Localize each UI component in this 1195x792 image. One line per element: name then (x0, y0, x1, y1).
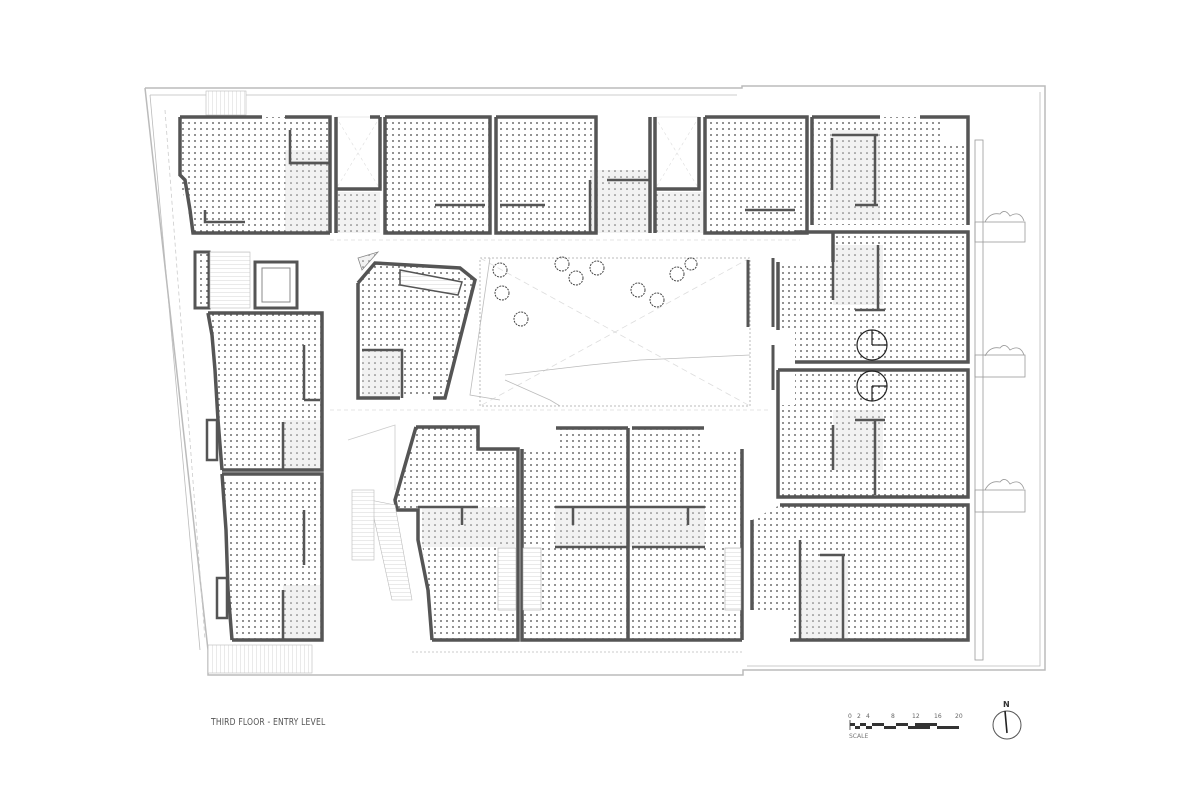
units-right-column (750, 115, 1026, 661)
units-bottom-row (393, 425, 744, 653)
entry-stairs-bottom (207, 644, 313, 674)
left-stairs (209, 251, 251, 309)
stair-b2 (522, 547, 542, 611)
left-small-storage (193, 250, 211, 310)
left-walkway (164, 109, 206, 641)
unit-central (356, 251, 477, 400)
scale-tick-0: 0 (848, 713, 852, 720)
spiral-stair-2 (856, 370, 888, 402)
exterior-stair (347, 424, 413, 601)
unit-right-4 (752, 505, 968, 640)
stair-b3 (724, 547, 742, 611)
scale-tick-12: 12 (912, 713, 920, 720)
units-left-column (193, 250, 324, 642)
scale-tick-20: 20 (955, 713, 963, 720)
scale-tick-16: 16 (934, 713, 942, 720)
courtyard (469, 256, 751, 407)
triangle-planter (357, 251, 380, 271)
spiral-stair-1 (856, 329, 888, 361)
north-label: N (1003, 700, 1010, 709)
scale-tick-8: 8 (891, 713, 895, 720)
scale-tick-2: 2 (857, 713, 861, 720)
elevator (253, 260, 299, 310)
north-arrow-icon (992, 710, 1022, 740)
courtyard-trees (492, 256, 698, 327)
scale-tick-4: 4 (866, 713, 870, 720)
entry-stairs-top (205, 90, 247, 116)
scale-bar (849, 720, 959, 730)
unit-top-4 (705, 117, 807, 233)
stair-b1 (497, 547, 517, 611)
scale-caption: SCALE (849, 733, 869, 740)
corridor-guides (330, 239, 800, 411)
unit-top-3 (496, 117, 596, 233)
balconies-right (974, 139, 1026, 661)
units-top-row (178, 115, 809, 235)
drawing-title: THIRD FLOOR - ENTRY LEVEL (211, 717, 326, 728)
left-walkway-edge (149, 94, 201, 651)
unit-top-2 (385, 117, 490, 233)
